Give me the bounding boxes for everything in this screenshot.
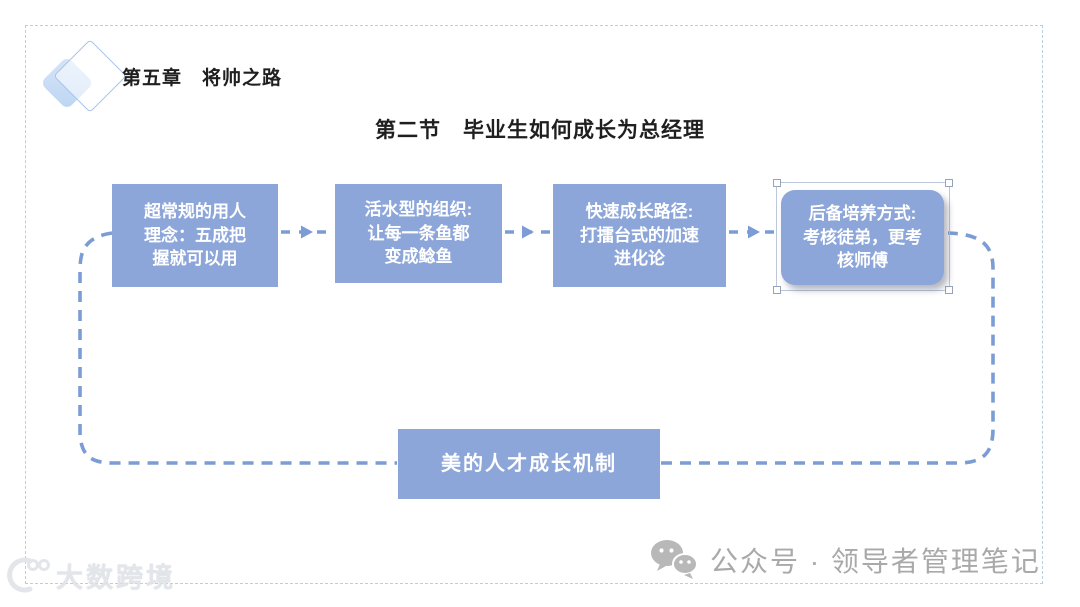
wechat-icon (651, 540, 698, 579)
selection-handle[interactable] (773, 179, 781, 187)
section-title: 第二节 毕业生如何成长为总经理 (375, 119, 705, 142)
selection-handle[interactable] (945, 286, 953, 294)
selection-handle[interactable] (945, 179, 953, 187)
flow-box-reserve-training[interactable]: 后备培养方式: 考核徒弟，更考 核师傅 (781, 190, 944, 285)
slide-dashed-border (25, 25, 1043, 584)
selection-handle[interactable] (773, 286, 781, 294)
arrow-2-3 (505, 225, 550, 239)
footer-brand: 公众号 · 领导者管理笔记 (648, 538, 1041, 582)
footer-brand-text: 公众号 · 领导者管理笔记 (710, 546, 1041, 577)
flow-box-talent-growth-mechanism[interactable]: 美的人才成长机制 (398, 429, 660, 499)
arrow-1-2 (281, 225, 332, 239)
watermark: 大数跨境 (6, 553, 176, 597)
flow-box-fast-growth-path[interactable]: 快速成长路径: 打擂台式的加速 进化论 (553, 184, 726, 287)
chapter-title: 第五章 将帅之路 (122, 68, 283, 89)
watermark-text: 大数跨境 (56, 562, 176, 593)
smiley-logo-icon (7, 557, 50, 593)
double-diamond-icon (40, 39, 127, 114)
flow-box-living-water-organization[interactable]: 活水型的组织: 让每一条鱼都 变成鲶鱼 (335, 184, 502, 283)
arrow-3-4 (729, 225, 774, 239)
flow-box-hiring-philosophy[interactable]: 超常规的用人 理念：五成把 握就可以用 (112, 184, 278, 287)
